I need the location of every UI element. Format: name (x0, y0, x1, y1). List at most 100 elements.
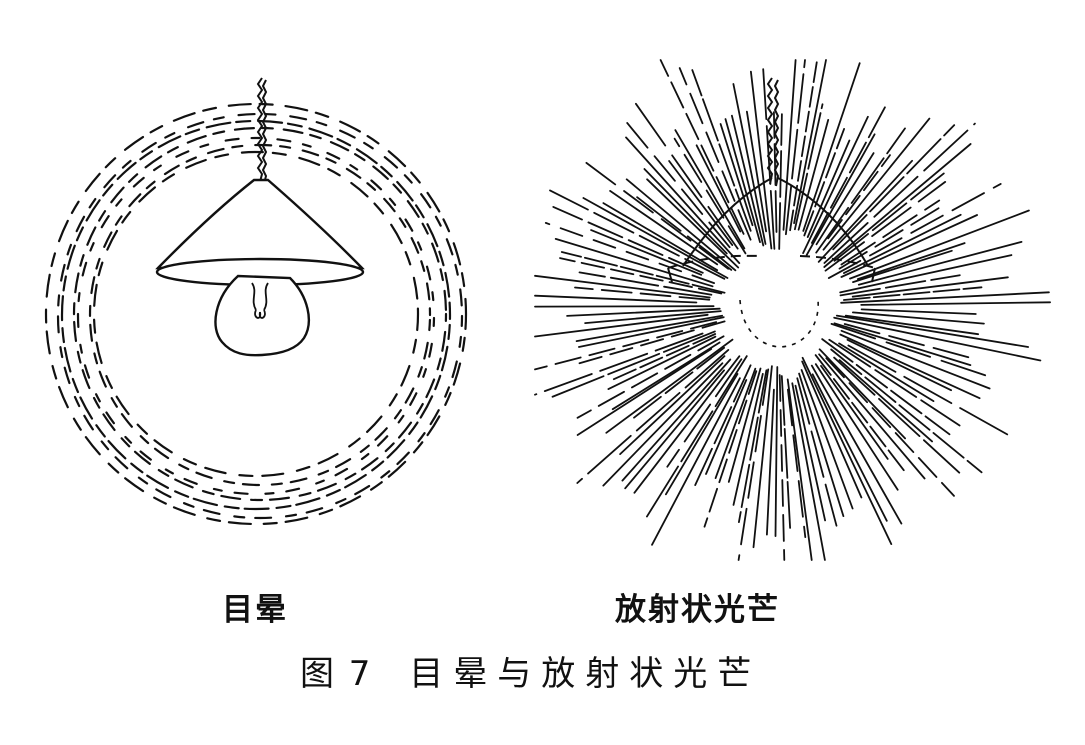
light-ray (651, 377, 741, 546)
light-ray (714, 367, 757, 480)
light-ray (534, 332, 704, 396)
light-ray (824, 180, 947, 272)
light-ray (551, 330, 716, 398)
light-ray (674, 129, 746, 250)
light-ray (852, 311, 985, 325)
light-ray (534, 274, 711, 299)
light-ray (839, 254, 1013, 294)
light-ray (624, 369, 725, 490)
light-ray (838, 342, 935, 403)
light-ray (575, 314, 723, 343)
light-ray (668, 160, 734, 247)
light-ray (838, 359, 933, 443)
light-ray (778, 374, 786, 561)
light-ray (801, 360, 863, 499)
light-ray (602, 202, 719, 272)
light-ray (791, 382, 826, 561)
light-ray (619, 355, 726, 456)
light-ray (840, 199, 941, 266)
light-ray (574, 286, 711, 301)
light-ray (780, 375, 791, 529)
light-ray (576, 348, 730, 484)
halo-ring (88, 143, 432, 487)
light-ray (828, 338, 961, 427)
light-ray (789, 61, 818, 232)
light-ray (737, 368, 770, 561)
light-ray (609, 189, 719, 266)
light-ray (803, 127, 845, 237)
light-ray (814, 363, 899, 491)
light-ray (811, 373, 888, 522)
light-ray (796, 377, 838, 527)
light-ray (840, 291, 1050, 304)
light-ray (815, 152, 875, 246)
light-ray (810, 364, 903, 525)
light-ray (839, 274, 961, 297)
light-ray (851, 276, 1009, 298)
light-ray (692, 364, 752, 491)
light-ray (852, 249, 953, 284)
light-ray (746, 110, 767, 233)
light-ray (738, 369, 768, 523)
light-ray (815, 127, 906, 254)
halo-rings (44, 102, 468, 526)
rays-label: 放射状光芒 (615, 592, 780, 628)
lamp-shade (155, 178, 365, 287)
light-ray (731, 114, 765, 247)
light-ray (846, 338, 952, 392)
light-ray (578, 316, 725, 348)
light-ray (833, 316, 1042, 362)
light-ray (802, 115, 869, 255)
light-ray (847, 344, 1017, 440)
light-ray (774, 366, 779, 537)
light-ray (724, 118, 761, 244)
light-ray (843, 323, 975, 360)
light-ray (823, 143, 972, 268)
light-ray (673, 137, 747, 255)
light-ray (818, 348, 906, 440)
light-ray (838, 202, 948, 270)
light-ray (840, 329, 991, 390)
light-ray (554, 237, 714, 288)
light-ray (695, 144, 742, 233)
light-ray (830, 348, 983, 474)
light-ray (584, 310, 722, 325)
light-ray (856, 242, 966, 281)
light-ray (590, 229, 703, 276)
light-ray (797, 119, 830, 231)
light-ray (576, 335, 725, 419)
light-ray (607, 335, 717, 391)
light-ray (552, 205, 704, 274)
light-ray (860, 301, 1051, 306)
light-ray (849, 209, 1030, 280)
light-ray (621, 358, 732, 482)
light-ray (806, 139, 851, 239)
light-ray (727, 367, 762, 483)
light-ray (646, 178, 740, 269)
light-ray (832, 124, 956, 251)
halo-ring (60, 119, 452, 511)
light-ray (786, 378, 813, 561)
light-ray (643, 168, 728, 255)
light-ray (843, 286, 983, 301)
light-ray (612, 333, 717, 381)
light-ray (778, 113, 783, 250)
light-ray (840, 214, 978, 278)
light-ray (659, 59, 745, 235)
light-ray (811, 103, 888, 244)
light-ray (534, 321, 717, 371)
light-ray (577, 156, 730, 270)
light-ray (576, 348, 713, 436)
light-ray (814, 354, 906, 473)
light-ray (750, 70, 773, 250)
light-ray (578, 271, 713, 296)
halo-label: 目晕 (222, 592, 288, 628)
figure-caption: 图 7 目晕与放射状光芒 (300, 646, 761, 695)
light-ray (833, 322, 972, 367)
light-ray (628, 346, 725, 423)
hanging-chain (766, 77, 780, 187)
light-ray (632, 98, 739, 250)
light-ray (860, 308, 977, 315)
light-ray (625, 178, 737, 272)
